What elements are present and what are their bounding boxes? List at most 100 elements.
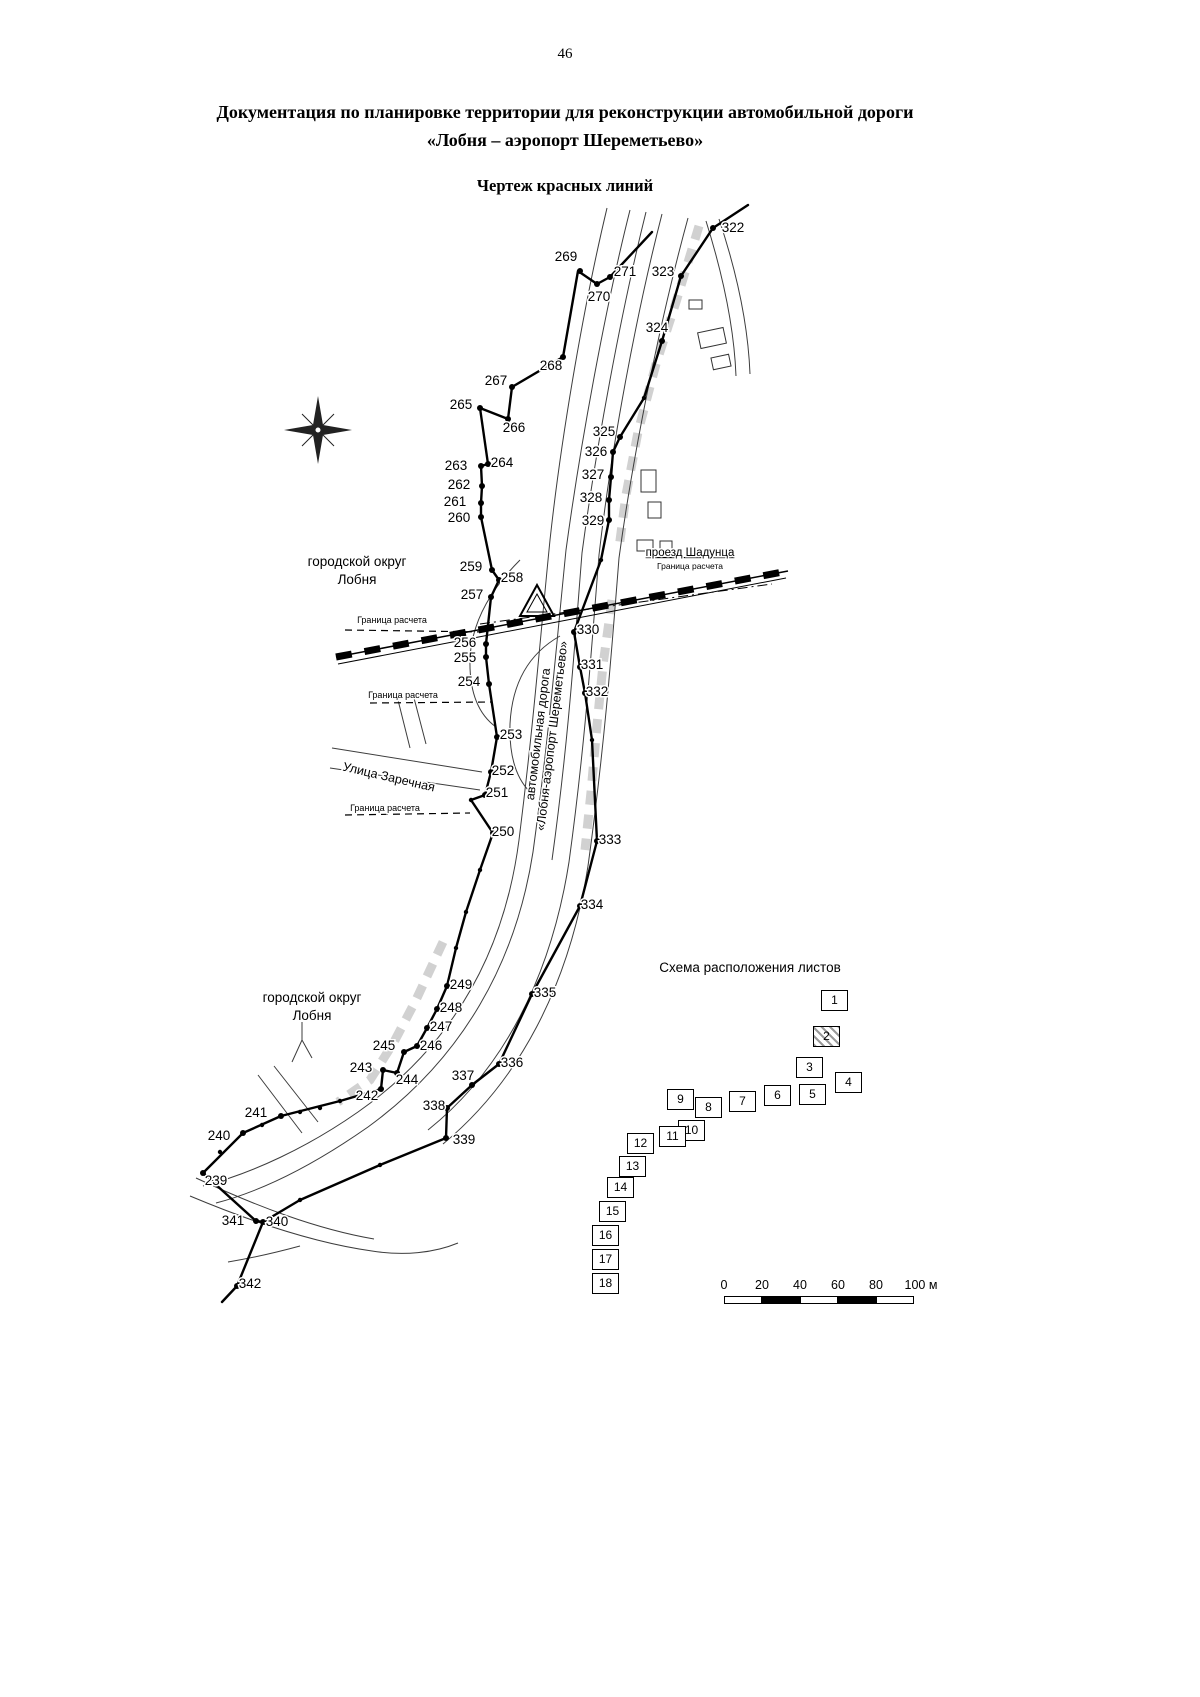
- survey-band: [580, 599, 617, 851]
- area-label: Лобня: [338, 572, 377, 587]
- point-label-242: 242: [356, 1088, 379, 1103]
- point-dot-338: [444, 1105, 450, 1111]
- area-label: Граница расчета: [368, 690, 438, 700]
- point-label-271: 271: [614, 264, 637, 279]
- vertex-dot: [259, 1122, 265, 1128]
- point-dot-251: [482, 792, 488, 798]
- scale-tick: 40: [793, 1278, 807, 1292]
- point-label-262: 262: [448, 477, 471, 492]
- point-dot-239: [200, 1170, 206, 1176]
- point-dot-270: [594, 281, 600, 287]
- point-dot-254: [486, 681, 492, 687]
- calc-boundary-railway: [479, 583, 773, 625]
- point-label-270: 270: [588, 289, 611, 304]
- scheme-sheet-3: 3: [796, 1057, 823, 1078]
- scheme-sheet-12: 12: [627, 1133, 654, 1154]
- side-street: [227, 1245, 301, 1263]
- point-dot-327: [608, 474, 614, 480]
- point-label-252: 252: [492, 763, 515, 778]
- point-dot-341: [253, 1218, 259, 1224]
- point-dot-245: [401, 1049, 407, 1055]
- point-dot-324: [659, 338, 665, 344]
- scheme-sheet-2: 2: [813, 1026, 840, 1047]
- point-label-243: 243: [350, 1060, 373, 1075]
- point-label-330: 330: [577, 622, 600, 637]
- point-dot-253: [494, 734, 500, 740]
- point-dot-255: [483, 654, 489, 660]
- calc-boundary-line: [344, 812, 471, 816]
- point-dot-342: [234, 1283, 240, 1289]
- side-road: [705, 220, 737, 377]
- vertex-dot: [463, 909, 469, 915]
- point-label-267: 267: [485, 373, 508, 388]
- point-label-241: 241: [245, 1105, 268, 1120]
- point-label-333: 333: [599, 832, 622, 847]
- point-dot-267: [509, 384, 515, 390]
- vertex-dot: [357, 1092, 363, 1098]
- point-dot-243: [380, 1067, 386, 1073]
- point-label-331: 331: [581, 657, 604, 672]
- point-dot-329: [606, 517, 612, 523]
- point-label-248: 248: [440, 1000, 463, 1015]
- vertex-dot: [641, 395, 647, 401]
- point-label-329: 329: [582, 513, 605, 528]
- building: [636, 539, 654, 552]
- area-label: Граница расчета: [350, 803, 420, 813]
- calc-boundary-layer: [344, 629, 493, 816]
- point-dot-339: [443, 1135, 449, 1141]
- point-label-340: 340: [266, 1214, 289, 1229]
- railway-line: [335, 567, 789, 665]
- point-dot-322: [710, 225, 716, 231]
- road-edge: [202, 207, 608, 1187]
- point-label-328: 328: [580, 490, 603, 505]
- scheme-sheet-4: 4: [835, 1072, 862, 1093]
- point-label-239: 239: [205, 1173, 228, 1188]
- point-dot-258: [496, 577, 502, 583]
- point-label-263: 263: [445, 458, 468, 473]
- road-edge: [215, 209, 631, 1204]
- area-label: Граница расчета: [657, 561, 723, 571]
- point-dot-263: [478, 463, 484, 469]
- scale-segment: [724, 1296, 762, 1304]
- point-label-339: 339: [453, 1132, 476, 1147]
- point-dot-328: [606, 497, 612, 503]
- point-dot-336: [496, 1061, 502, 1067]
- point-label-323: 323: [652, 264, 675, 279]
- point-dot-260: [478, 514, 484, 520]
- compass-rose-icon: [284, 396, 352, 464]
- survey-band: [614, 224, 704, 549]
- point-label-325: 325: [593, 424, 616, 439]
- vertex-dot: [317, 1105, 323, 1111]
- scheme-sheet-11: 11: [659, 1126, 686, 1147]
- point-dot-241: [278, 1113, 284, 1119]
- building: [647, 501, 662, 519]
- point-label-256: 256: [454, 635, 477, 650]
- scheme-sheet-7: 7: [729, 1091, 756, 1112]
- point-label-255: 255: [454, 650, 477, 665]
- road-linework: [189, 207, 751, 1263]
- point-label-336: 336: [501, 1055, 524, 1070]
- building: [659, 540, 673, 553]
- point-dot-331: [577, 664, 583, 670]
- point-dot-250: [490, 830, 496, 836]
- point-dot-261: [478, 500, 484, 506]
- side-road: [718, 218, 751, 375]
- point-label-250: 250: [492, 824, 515, 839]
- bottom-street: [195, 1177, 375, 1240]
- scheme-sheet-1: 1: [821, 990, 848, 1011]
- document-title-line1: Документация по планировке территории дл…: [216, 102, 914, 122]
- fork-street: [257, 1065, 319, 1134]
- point-dot-269: [577, 268, 583, 274]
- point-dot-264: [485, 461, 491, 467]
- point-label-261: 261: [444, 494, 467, 509]
- point-dot-265: [477, 405, 483, 411]
- scheme-sheet-15: 15: [599, 1201, 626, 1222]
- triangle-symbol: [518, 582, 556, 617]
- point-label-258: 258: [501, 570, 524, 585]
- page-number: 46: [557, 46, 573, 62]
- scale-segment: [876, 1296, 914, 1304]
- point-dot-259: [489, 567, 495, 573]
- ramp: [509, 635, 561, 793]
- point-label-335: 335: [534, 985, 557, 1000]
- survey-band: [335, 940, 448, 1106]
